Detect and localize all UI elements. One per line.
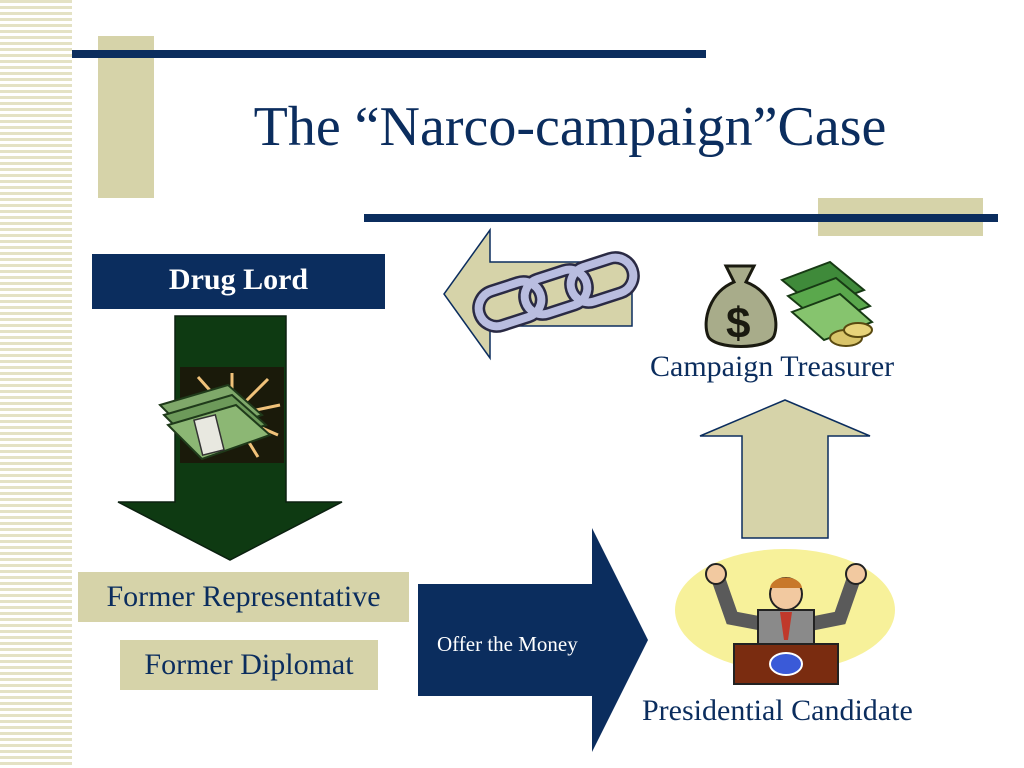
svg-text:$: $ — [726, 299, 750, 348]
cash-bundle-icon — [158, 367, 284, 463]
chain-link-icon — [472, 251, 640, 333]
politician-at-podium-icon — [675, 549, 895, 685]
former-diplomat-box: Former Diplomat — [120, 640, 378, 690]
former-diplomat-label: Former Diplomat — [144, 648, 354, 681]
presidential-candidate-label: Presidential Candidate — [642, 694, 913, 727]
money-bag-icon: $ — [704, 260, 874, 348]
title-rule-top — [72, 50, 706, 58]
slide-title: The “Narco-campaign”Case — [253, 96, 887, 158]
drug-lord-label: Drug Lord — [168, 263, 309, 296]
drug-lord-box: Drug Lord — [92, 254, 385, 309]
former-representative-label: Former Representative — [106, 580, 381, 613]
offer-money-label: Offer the Money — [437, 632, 578, 656]
title-rule-bottom — [364, 214, 998, 222]
former-representative-box: Former Representative — [78, 572, 409, 622]
decorative-stripes — [0, 0, 72, 768]
campaign-treasurer-label: Campaign Treasurer — [650, 350, 895, 383]
title-accent-block-left — [98, 36, 154, 198]
